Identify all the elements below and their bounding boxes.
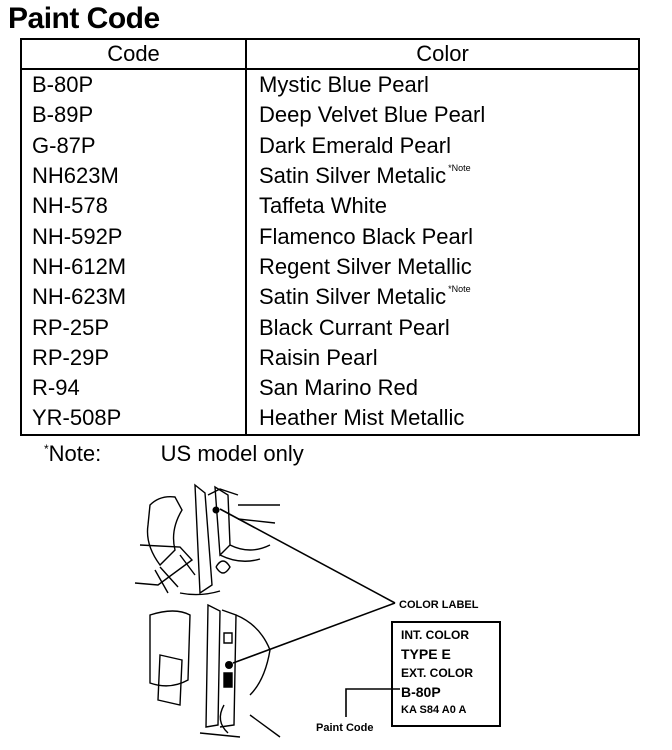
paint-code-cell: B-89P [21,100,247,131]
color-label-location-figure: COLOR LABEL INT. COLOR TYPE E EXT. COLOR… [120,475,520,745]
table-row: R-94 San Marino Red [21,372,639,404]
table-row: NH-612M Regent Silver Metallic [21,251,639,283]
footnote-label: Note: [48,441,102,466]
paint-code-cell: RP-25P [21,312,247,343]
table-row: G-87P Dark Emerald Pearl [21,130,639,161]
color-name: Flamenco Black Pearl [259,223,473,249]
car-door-pillar-illustration [134,483,501,738]
color-name-cell: Black Currant Pearl [246,312,639,342]
color-name-cell: Flamenco Black Pearl [246,221,639,251]
footnote: *Note: US model only [44,441,304,467]
color-name: Regent Silver Metallic [259,253,472,279]
paint-code-cell: YR-508P [21,403,247,435]
color-name-cell: Regent Silver Metallic [246,252,639,282]
model-code: KA S84 A0 A [401,704,467,716]
paint-code-cell: R-94 [21,372,247,404]
note-marker: *Note [448,163,471,174]
paint-code-cell: RP-29P [21,342,247,373]
color-name: Black Currant Pearl [259,314,450,340]
color-name-cell: Deep Velvet Blue Pearl [246,100,639,130]
note-marker: *Note [448,284,471,295]
column-header-color: Color [246,39,639,70]
color-name-cell: Raisin Pearl [246,343,639,373]
footnote-star: * [44,442,49,456]
column-header-code: Code [21,39,247,70]
paint-code-cell: NH-592P [21,221,247,252]
page-title: Paint Code [8,2,160,35]
color-name-cell: Satin Silver Metalic*Note [246,161,639,191]
table-row: RP-29P Raisin Pearl [21,342,639,373]
color-name: Satin Silver Metalic [259,163,447,189]
ext-color-value: B-80P [401,684,441,700]
color-name-cell: Satin Silver Metalic*Note [246,282,639,312]
table-row: NH-578 Taffeta White [21,191,639,222]
color-label-caption: COLOR LABEL [399,599,479,611]
table-header-row: Code Color [21,39,639,70]
int-color-label: INT. COLOR [401,628,469,642]
color-name-cell: Heather Mist Metallic [246,403,639,434]
color-name: Taffeta White [259,193,387,219]
int-color-value: TYPE E [401,646,451,662]
paint-code-cell: NH-612M [21,251,247,283]
color-name: Raisin Pearl [259,344,378,370]
table-row: NH-592P Flamenco Black Pearl [21,221,639,252]
color-name: Dark Emerald Pearl [259,132,451,158]
color-name: Mystic Blue Pearl [259,72,429,98]
color-name-cell: Mystic Blue Pearl [246,69,639,100]
color-name-cell: San Marino Red [246,373,639,403]
paint-code-cell: NH623M [21,160,247,192]
paint-code-cell: NH-578 [21,191,247,222]
footnote-text: US model only [160,441,304,466]
color-name-cell: Taffeta White [246,191,639,221]
color-name: Deep Velvet Blue Pearl [259,102,486,128]
color-name-cell: Dark Emerald Pearl [246,131,639,161]
color-name: Heather Mist Metallic [259,405,465,431]
table-row: YR-508P Heather Mist Metallic [21,403,639,435]
color-name: San Marino Red [259,375,418,401]
table-row: B-80P Mystic Blue Pearl [21,69,639,101]
paint-code-cell: G-87P [21,130,247,161]
table-row: B-89P Deep Velvet Blue Pearl [21,100,639,131]
paint-code-caption: Paint Code [316,722,374,734]
color-name: Satin Silver Metalic [259,284,447,310]
table-row: RP-25P Black Currant Pearl [21,312,639,343]
paint-code-cell: B-80P [21,69,247,101]
paint-code-cell: NH-623M [21,282,247,313]
ext-color-label: EXT. COLOR [401,666,474,680]
